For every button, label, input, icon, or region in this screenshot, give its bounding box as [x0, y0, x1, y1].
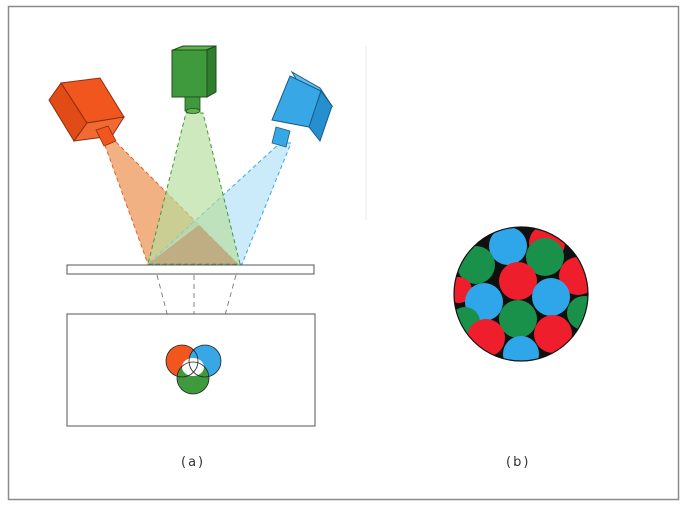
mosaic-dot [532, 278, 570, 316]
additive-color-circles [165, 344, 222, 395]
center-white-area [182, 358, 204, 376]
green-light-beam [147, 112, 241, 265]
phosphor-dot-mosaic-icon [453, 226, 589, 362]
mosaic-dot [499, 262, 537, 300]
caption-a: (a) [181, 455, 206, 470]
mosaic-dot [534, 315, 572, 353]
mosaic-dot [499, 300, 537, 338]
panel-a [48, 45, 334, 427]
mosaic-dot [564, 340, 588, 361]
green-projector-icon [171, 45, 217, 114]
mosaic-dot [567, 296, 588, 330]
mosaic-dot [503, 336, 539, 361]
light-beams [102, 112, 292, 265]
mosaic-dot [454, 345, 478, 361]
blue-projector-icon [271, 70, 334, 148]
projection-stage [66, 264, 315, 275]
mosaic-dot [454, 277, 472, 303]
red-projector-icon [48, 77, 126, 147]
mosaic-dot [526, 238, 564, 276]
mosaic-dot [489, 227, 527, 265]
figure-border [7, 5, 680, 501]
red-blue-overlap [148, 225, 238, 264]
caption-b: (b) [506, 455, 531, 470]
